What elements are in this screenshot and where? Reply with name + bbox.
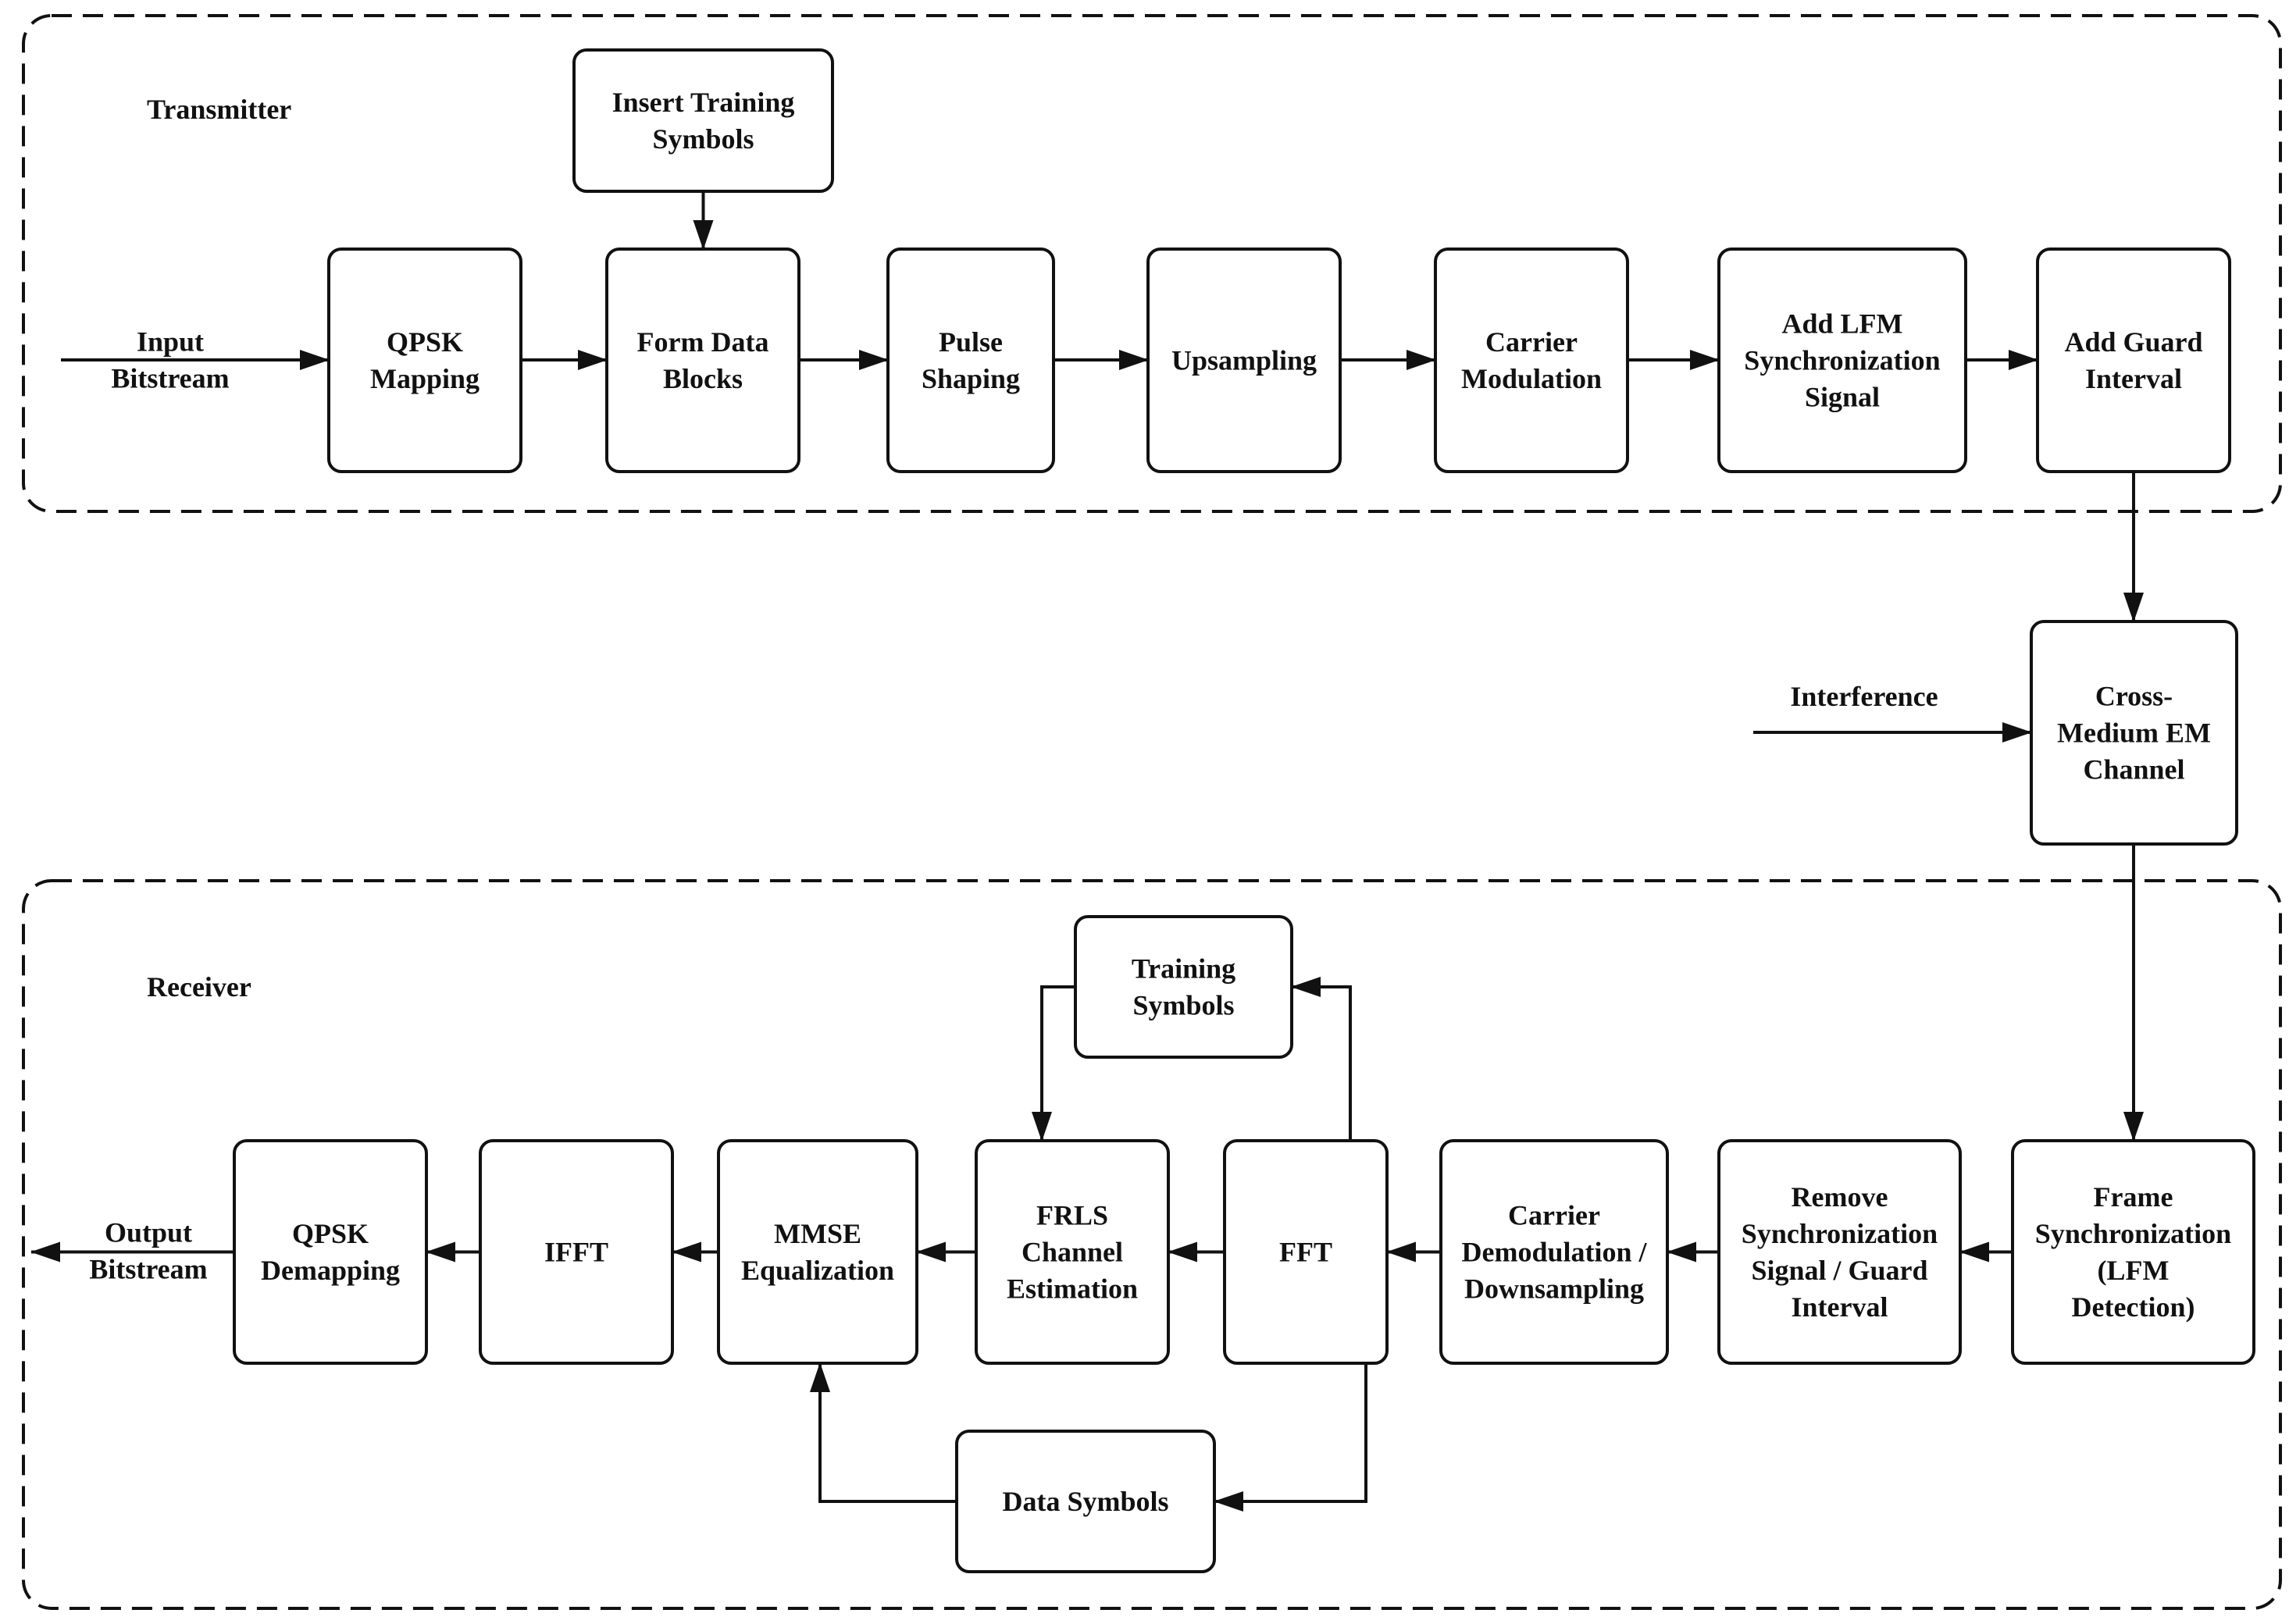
insert-training-line: Insert Training	[612, 87, 795, 118]
carrier-modulation-line: Modulation	[1461, 363, 1602, 394]
transmitter-label: Transmitter	[147, 94, 291, 125]
frame-sync-line: (LFM	[2098, 1255, 2170, 1286]
frame-sync-line: Frame	[2094, 1181, 2173, 1213]
frls-line: FRLS	[1036, 1200, 1108, 1231]
add-guard-box	[2036, 248, 2231, 473]
data-symbols-block: Data Symbols	[955, 1430, 1216, 1573]
training-symbols-line: Symbols	[1132, 990, 1234, 1021]
training-to-frls-arrow	[1032, 985, 1075, 1141]
remove-sync-line: Signal / Guard	[1751, 1255, 1927, 1286]
remove-sync-box	[1717, 1139, 1962, 1365]
channel-line: Cross-	[2095, 681, 2173, 712]
mmse-line: MMSE	[774, 1218, 861, 1249]
channel-box	[2030, 620, 2238, 846]
pulse-shaping-line: Shaping	[922, 363, 1020, 394]
add-guard-line: Interval	[2085, 363, 2182, 394]
add-lfm-line: Add LFM	[1781, 308, 1902, 340]
mmse-block: MMSE Equalization	[717, 1139, 918, 1365]
carrier-demod-box	[1439, 1139, 1669, 1365]
frls-line: Channel	[1021, 1237, 1123, 1268]
interference-label-line: Interference	[1790, 681, 1938, 712]
qpsk-demapping-block: QPSK Demapping	[233, 1139, 428, 1365]
form-data-blocks-line: Blocks	[663, 363, 743, 394]
fft-box	[1223, 1139, 1389, 1365]
remove-sync-line: Synchronization	[1742, 1218, 1938, 1249]
qpsk-mapping-box	[327, 248, 522, 473]
ifft-block: IFFT	[479, 1139, 674, 1365]
training-symbols-box	[1074, 915, 1293, 1059]
frls-line: Estimation	[1007, 1273, 1138, 1305]
frame-sync-box	[2011, 1139, 2255, 1365]
carrier-demod-line: Demodulation /	[1461, 1237, 1647, 1268]
mmse-box	[717, 1139, 918, 1365]
qpsk-demapping-box	[233, 1139, 428, 1365]
carrier-demod-line: Carrier	[1508, 1200, 1600, 1231]
carrier-demod-line: Downsampling	[1464, 1273, 1644, 1305]
output-label-line: Bitstream	[89, 1254, 207, 1285]
fft-to-training-arrow	[1291, 977, 1352, 1141]
add-lfm-box	[1717, 248, 1967, 473]
free-labels: InputBitstreamInterferenceOutputBitstrea…	[89, 326, 1938, 1285]
mmse-line: Equalization	[741, 1255, 894, 1286]
data-to-mmse-arrow	[810, 1362, 957, 1503]
pulse-shaping-box	[886, 248, 1055, 473]
add-guard-line: Add Guard	[2064, 326, 2202, 358]
add-lfm-line: Signal	[1805, 382, 1880, 413]
receiver-frame	[22, 879, 2282, 1610]
qpsk-mapping-block: QPSK Mapping	[327, 248, 522, 473]
input-label-line: Input	[137, 326, 204, 358]
channel-line: Channel	[2083, 754, 2184, 785]
fft-line: FFT	[1279, 1237, 1332, 1268]
remove-sync-line: Interval	[1792, 1291, 1888, 1323]
upsampling-box	[1146, 248, 1342, 473]
qpsk-mapping-line: QPSK	[387, 326, 463, 358]
insert-training-box	[572, 48, 834, 193]
frame-sync-line: Detection)	[2072, 1291, 2195, 1323]
ifft-line: IFFT	[544, 1237, 608, 1268]
carrier-modulation-line: Carrier	[1485, 326, 1578, 358]
pulse-shaping-line: Pulse	[939, 326, 1003, 358]
carrier-modulation-box	[1434, 248, 1629, 473]
form-data-blocks-line: Form Data	[637, 326, 769, 358]
add-lfm-line: Synchronization	[1744, 345, 1940, 376]
receiver-label: Receiver	[147, 971, 251, 1003]
channel-block: Cross- Medium EM Channel	[2030, 620, 2238, 846]
training-symbols-line: Training	[1132, 953, 1235, 985]
data-symbols-box	[955, 1430, 1216, 1573]
channel-line: Medium EM	[2057, 718, 2211, 749]
qpsk-mapping-line: Mapping	[370, 363, 480, 394]
upsampling-line: Upsampling	[1171, 345, 1317, 376]
input-label-line: Bitstream	[111, 363, 229, 394]
insert-training-line: Symbols	[652, 123, 754, 155]
frame-sync-line: Synchronization	[2035, 1218, 2231, 1249]
fft-block: FFT	[1223, 1139, 1389, 1365]
upsampling-block: Upsampling	[1146, 248, 1342, 473]
form-data-blocks-box	[605, 248, 800, 473]
remove-sync-line: Remove	[1792, 1181, 1888, 1213]
transmitter-frame	[22, 14, 2282, 513]
output-label-line: Output	[105, 1217, 192, 1248]
connections	[30, 191, 2144, 1512]
qpsk-demapping-line: Demapping	[261, 1255, 400, 1286]
qpsk-demapping-line: QPSK	[292, 1218, 369, 1249]
fft-to-data-arrow	[1214, 1363, 1367, 1512]
frls-box	[975, 1139, 1170, 1365]
ifft-box	[479, 1139, 674, 1365]
data-symbols-line: Data Symbols	[1002, 1486, 1168, 1517]
